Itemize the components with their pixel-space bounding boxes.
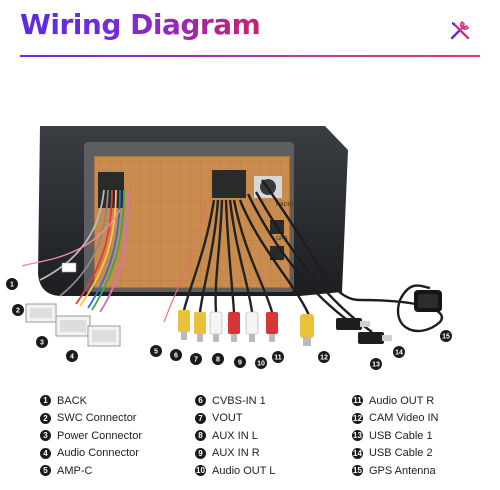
wire-harness	[21, 189, 129, 313]
legend-label: GPS Antenna	[369, 464, 436, 477]
legend-item: 15 GPS Antenna	[352, 462, 439, 480]
gps-antenna	[414, 290, 442, 312]
legend-item: 10 Audio OUT L	[195, 462, 275, 480]
svg-text:2: 2	[16, 308, 20, 315]
radio-port-label: RADIO	[276, 202, 294, 208]
svg-text:1: 1	[10, 282, 14, 289]
svg-text:14: 14	[395, 350, 403, 357]
legend-number: 12	[352, 412, 363, 424]
svg-text:8: 8	[216, 357, 220, 364]
legend-number: 4	[40, 447, 51, 459]
legend-number: 7	[195, 412, 206, 424]
legend-number: 11	[352, 395, 363, 407]
cam-plug	[300, 314, 314, 346]
legend-item: 1 BACK	[40, 392, 142, 410]
legend-number: 10	[195, 465, 206, 477]
rca-cables	[163, 199, 274, 323]
svg-text:7: 7	[194, 357, 198, 364]
legend-item: 11 Audio OUT R	[352, 392, 439, 410]
callout-6: 6	[170, 349, 182, 361]
callout-10: 10	[255, 357, 267, 369]
svg-text:10: 10	[257, 361, 265, 368]
legend-label: CAM Video IN	[369, 412, 439, 425]
legend-label: SWC Connector	[57, 412, 137, 425]
callout-7: 7	[190, 353, 202, 365]
rca-plugs	[178, 310, 278, 342]
svg-text:9: 9	[238, 360, 242, 367]
callout-15: 15	[440, 330, 452, 342]
legend-label: AMP-C	[57, 464, 93, 477]
callout-12: 12	[318, 351, 330, 363]
legend-item: 4 Audio Connector	[40, 445, 142, 463]
legend-item: 12 CAM Video IN	[352, 410, 439, 428]
page-title: Wiring Diagram	[20, 8, 261, 41]
legend-label: Audio OUT L	[212, 464, 276, 477]
legend-number: 14	[352, 447, 363, 459]
callout-2: 2	[12, 304, 24, 316]
svg-text:5: 5	[154, 349, 158, 356]
legend-number: 8	[195, 430, 206, 442]
legend-item: 2 SWC Connector	[40, 410, 142, 428]
wiring-diagram: RADIO GPS	[6, 126, 452, 370]
callout-9: 9	[234, 356, 246, 368]
callout-14: 14	[393, 346, 405, 358]
svg-text:4: 4	[70, 354, 74, 361]
legend-item: 5 AMP-C	[40, 462, 142, 480]
svg-text:3: 3	[40, 340, 44, 347]
callout-8: 8	[212, 353, 224, 365]
legend-label: CVBS-IN 1	[212, 394, 266, 407]
legend-number: 9	[195, 447, 206, 459]
legend-item: 3 Power Connector	[40, 427, 142, 445]
callout-5: 5	[150, 345, 162, 357]
svg-text:13: 13	[372, 362, 380, 369]
legend-item: 13 USB Cable 1	[352, 427, 439, 445]
usb-plugs	[336, 318, 392, 344]
legend-number: 3	[40, 430, 51, 442]
legend-label: AUX IN R	[212, 447, 260, 460]
title-divider	[20, 55, 480, 57]
tools-icon	[450, 20, 470, 40]
gps-port-label: GPS	[276, 236, 288, 242]
legend-item: 7 VOUT	[195, 410, 275, 428]
legend-number: 5	[40, 465, 51, 477]
svg-text:12: 12	[320, 355, 328, 362]
callout-13: 13	[370, 358, 382, 370]
legend-label: Audio OUT R	[369, 394, 435, 407]
legend-column-2: 6 CVBS-IN 1 7 VOUT 8 AUX IN L 9 AUX IN R 10 A…	[195, 392, 275, 480]
callout-11: 11	[272, 351, 284, 363]
callout-4: 4	[66, 350, 78, 362]
legend-item: 9 AUX IN R	[195, 445, 275, 463]
legend-label: USB Cable 2	[369, 447, 433, 460]
svg-text:6: 6	[174, 353, 178, 360]
legend-item: 14 USB Cable 2	[352, 445, 439, 463]
legend-label: Audio Connector	[57, 447, 139, 460]
callout-3: 3	[36, 336, 48, 348]
connector-blocks	[25, 303, 121, 347]
back-lead-tag	[61, 262, 77, 273]
legend-label: Power Connector	[57, 429, 142, 442]
legend-number: 13	[352, 430, 363, 442]
legend-number: 15	[352, 465, 363, 477]
legend-item: 6 CVBS-IN 1	[195, 392, 275, 410]
callout-markers: 1 2 3 4 5 6 7 8 9 10 11 12 13 14 15	[6, 278, 452, 370]
legend-number: 2	[40, 412, 51, 424]
svg-text:11: 11	[274, 355, 282, 362]
legend-item: 8 AUX IN L	[195, 427, 275, 445]
legend-number: 6	[195, 395, 206, 407]
svg-text:15: 15	[442, 334, 450, 341]
legend-number: 1	[40, 395, 51, 407]
legend-label: VOUT	[212, 412, 243, 425]
legend-label: BACK	[57, 394, 87, 407]
callout-1: 1	[6, 278, 18, 290]
legend-label: AUX IN L	[212, 429, 258, 442]
legend-label: USB Cable 1	[369, 429, 433, 442]
head-unit: RADIO GPS	[38, 126, 348, 296]
